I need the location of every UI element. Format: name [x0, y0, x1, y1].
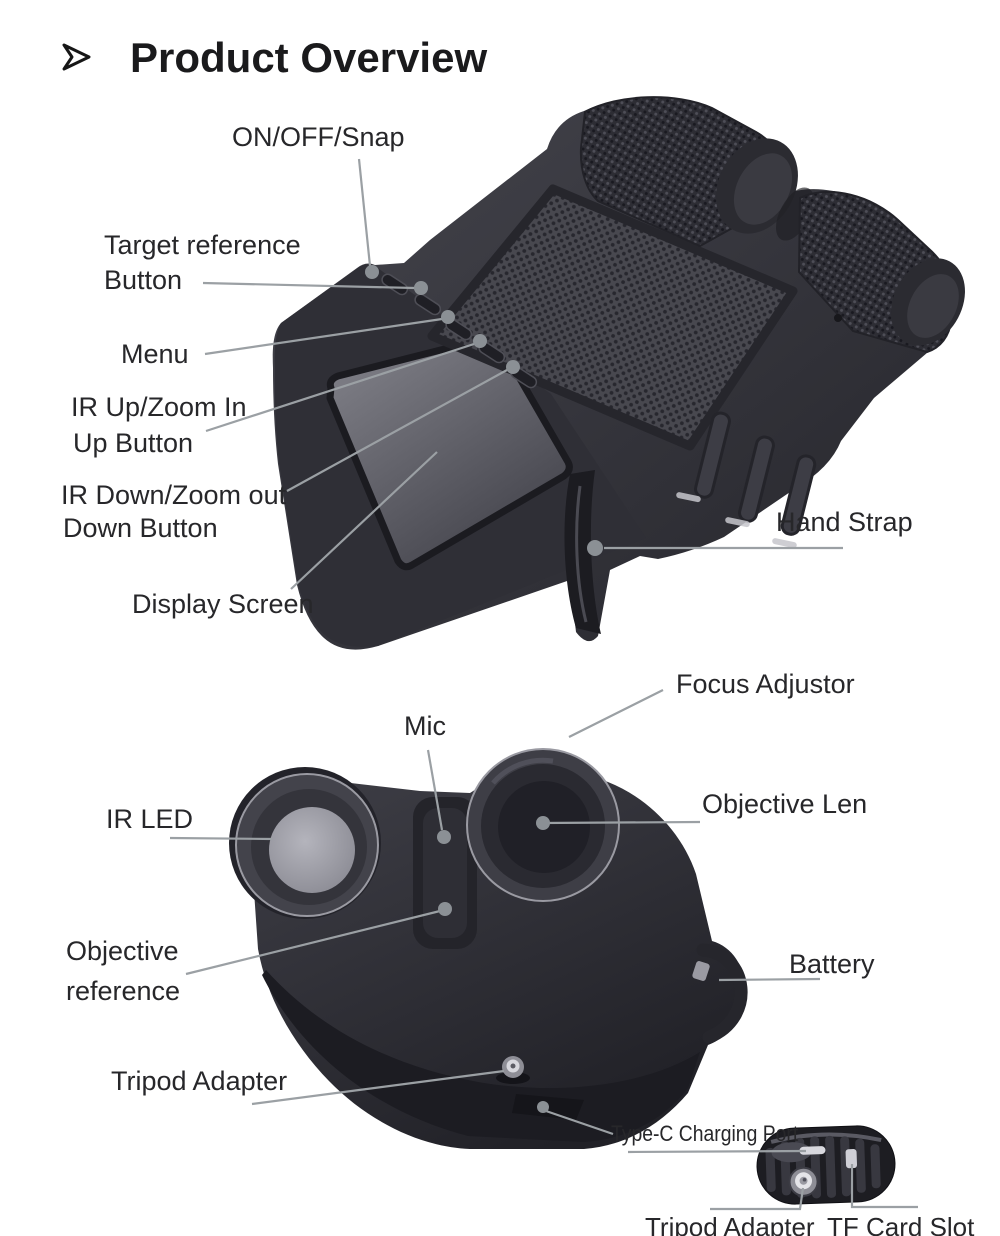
dot-hand-strap: [587, 540, 603, 556]
ir-led-lens: [229, 767, 381, 919]
type-c-port-slot: [799, 1146, 826, 1155]
label-ir-led: IR LED: [106, 804, 194, 834]
barrel-left: [579, 96, 798, 248]
label-mic: Mic: [404, 711, 446, 741]
figure-bottom-capsule: [756, 1125, 896, 1205]
leader-menu: [204, 317, 443, 356]
device-top-grip-ridges: [694, 411, 817, 536]
label-menu: Menu: [121, 339, 189, 369]
page-title: Product Overview: [130, 34, 488, 81]
label-objective-reference-line2: reference: [66, 976, 181, 1006]
leader-target-reference: [202, 281, 416, 290]
leader-type-c-1: [545, 1109, 614, 1136]
label-ir-down-line1: IR Down/Zoom out: [61, 480, 287, 510]
device-top-grip-texture: [427, 184, 798, 451]
leader-tripod-adapter: [251, 1069, 505, 1106]
label-ir-up-line2: Up Button: [73, 428, 194, 458]
dot-type-c: [537, 1101, 549, 1113]
tripod-screw: [496, 1056, 530, 1084]
figure-bottom-device: [229, 748, 748, 1149]
label-ir-up-line1: IR Up/Zoom In: [71, 392, 247, 422]
leader-display-screen: [290, 451, 438, 590]
label-tripod-adapter: Tripod Adapter: [111, 1066, 288, 1096]
battery-strap-loop: [696, 943, 748, 1044]
tf-card-slot-mark: [845, 1149, 858, 1169]
label-target-reference-line2: Button: [104, 265, 183, 295]
leader-lines: [169, 158, 918, 1211]
device-top-pinhole: [834, 314, 842, 322]
dot-menu: [441, 310, 455, 324]
capsule-tripod-screw: [788, 1166, 819, 1197]
leader-mic: [426, 749, 444, 831]
figure-top-device: [272, 96, 965, 650]
label-objective-len: Objective Len: [702, 789, 868, 819]
label-tripod-adapter-bottom: Tripod Adapter: [645, 1212, 815, 1236]
leader-objective-reference: [185, 909, 441, 976]
leader-tf-card-slot: [850, 1164, 918, 1209]
type-c-port-housing: [771, 1142, 812, 1163]
device-top-strap-lug: [564, 470, 601, 634]
capsule-top-highlight: [770, 1132, 882, 1144]
strap-lug-highlight: [575, 485, 588, 623]
bridge-inner: [423, 808, 467, 938]
dot-mic: [437, 830, 451, 844]
callout-dots: [365, 265, 603, 1113]
device-top-highlight-dashes: [676, 492, 797, 549]
device-top-display-screen: [326, 334, 573, 571]
label-tf-card-slot: TF Card Slot: [827, 1212, 975, 1236]
leader-tripod-adapter-bottom: [710, 1187, 805, 1211]
title-bullet-icon: [62, 43, 91, 71]
label-ir-down-line2: Down Button: [63, 513, 218, 543]
dot-objective-len: [536, 816, 550, 830]
dot-target-reference: [414, 281, 428, 295]
label-on-off-snap: ON/OFF/Snap: [232, 122, 405, 152]
label-target-reference-line1: Target reference: [104, 230, 301, 260]
barrel-right: [797, 191, 965, 354]
leader-objective-len: [542, 820, 701, 825]
leader-ir-up: [205, 342, 475, 433]
dot-ir-up: [473, 334, 487, 348]
leader-focus-adjustor: [568, 689, 664, 738]
dot-on-off-snap: [365, 265, 379, 279]
leader-battery: [718, 977, 821, 982]
label-focus-adjustor: Focus Adjustor: [676, 669, 855, 699]
dot-ir-down: [506, 360, 520, 374]
label-battery: Battery: [789, 949, 875, 979]
label-type-c-charging-port: Type-C Charging Port: [611, 1121, 799, 1146]
dot-objective-reference: [438, 902, 452, 916]
device-bottom-underside: [262, 970, 700, 1142]
label-objective-reference-line1: Objective: [66, 936, 179, 966]
label-hand-strap: Hand Strap: [776, 507, 913, 537]
label-display-screen: Display Screen: [132, 589, 314, 619]
strap-anchor: [692, 961, 710, 981]
leader-ir-down: [286, 369, 508, 492]
leader-ir-led: [169, 836, 273, 841]
leader-type-c-2: [627, 1149, 807, 1154]
leader-on-off-snap: [357, 158, 372, 267]
